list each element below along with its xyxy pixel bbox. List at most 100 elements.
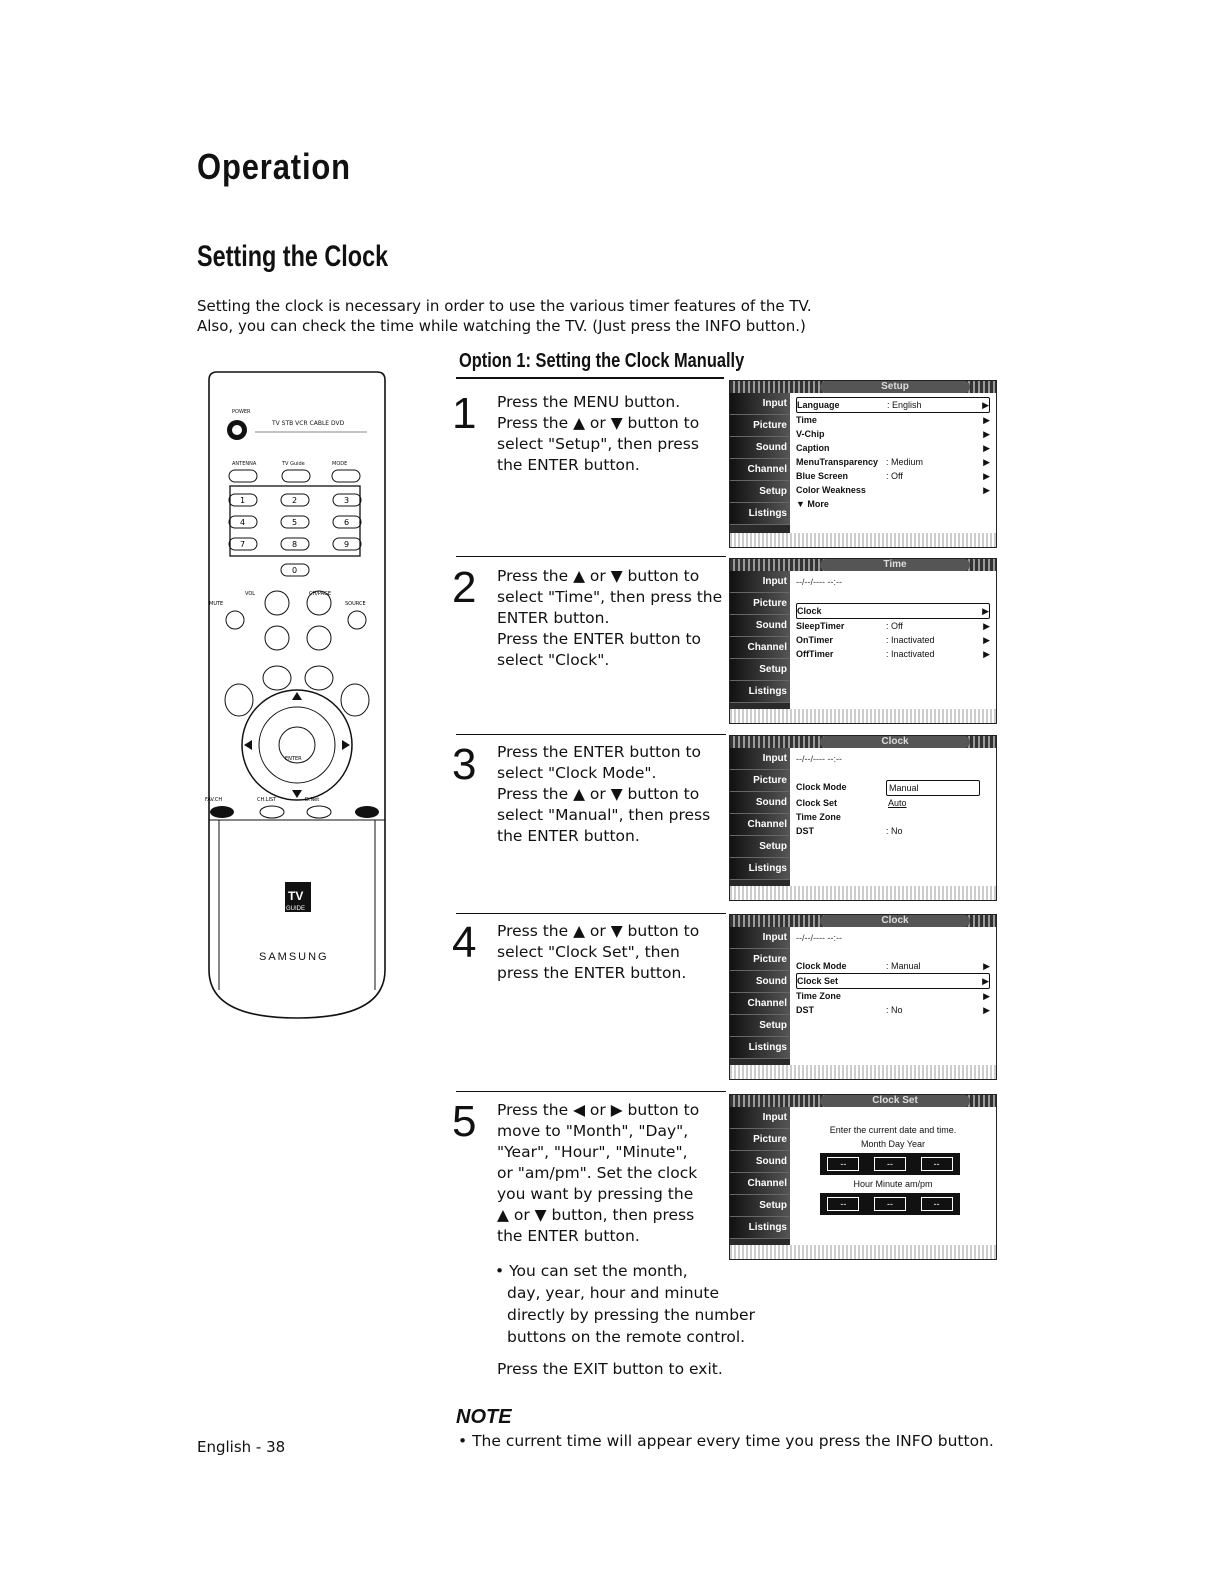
ch-label: CH/PAGE xyxy=(309,591,331,597)
osd-row-selected: Clock▶ xyxy=(796,603,990,619)
osd-clock-set-screen: Clock Set Input Picture Sound Channel Se… xyxy=(729,1094,997,1260)
number-key xyxy=(280,515,310,529)
step-line: select "Clock Set", then xyxy=(497,943,680,961)
step-line: ENTER button. xyxy=(497,609,610,627)
osd-row: DST: No▶ xyxy=(796,1005,990,1015)
step-line: Press the ▲ or ▼ button to xyxy=(497,785,700,803)
number-key xyxy=(228,515,258,529)
step-line: Press the ▲ or ▼ button to xyxy=(497,414,700,432)
osd-side-menu: Input Picture Sound Channel Setup Listin… xyxy=(730,748,790,886)
number-key-label: 2 xyxy=(292,496,297,505)
side-item-setup: Setup xyxy=(730,1015,790,1037)
side-item-picture: Picture xyxy=(730,770,790,792)
side-item-listings: Listings xyxy=(730,1217,790,1239)
side-item-channel: Channel xyxy=(730,637,790,659)
step-line: the ENTER button. xyxy=(497,827,640,845)
step-line: select "Clock". xyxy=(497,651,610,669)
osd-side-menu: Input Picture Sound Channel Setup Listin… xyxy=(730,1107,790,1245)
number-key xyxy=(280,537,310,551)
osd-clock-set-body: Enter the current date and time. Month D… xyxy=(796,1123,990,1217)
note-title: NOTE xyxy=(456,1406,512,1428)
side-item-sound: Sound xyxy=(730,792,790,814)
side-item-input: Input xyxy=(730,393,790,415)
osd-datetime: --/--/---- --:-- xyxy=(796,577,842,587)
osd-side-menu: Input Picture Sound Channel Setup Listin… xyxy=(730,571,790,709)
osd-bottom-bar xyxy=(730,886,996,900)
osd-bottom-bar xyxy=(730,709,996,723)
date-fields: -- -- -- xyxy=(820,1153,960,1175)
bullet-line: day, year, hour and minute xyxy=(507,1284,719,1302)
osd-row: Clock Mode: Manual▶ xyxy=(796,961,990,971)
osd-datetime: --/--/---- --:-- xyxy=(796,933,842,943)
osd-menu-list: --/--/---- --:-- Clock▶ SleepTimer: Off▶… xyxy=(796,575,990,661)
source-labels: TV STB VCR CABLE DVD xyxy=(271,420,345,427)
osd-row: ▼ More xyxy=(796,499,829,509)
subheading-rule xyxy=(456,377,724,379)
osd-row: V-Chip▶ xyxy=(796,429,990,439)
power-label: POWER xyxy=(232,409,251,415)
mode-label: MODE xyxy=(332,461,347,467)
page-heading: Setting the Clock xyxy=(197,240,389,273)
step-line: select "Manual", then press xyxy=(497,806,711,824)
antenna-label: ANTENNA xyxy=(232,461,257,467)
step-number: 2 xyxy=(452,563,477,612)
osd-bottom-bar xyxy=(730,1065,996,1079)
side-item-input: Input xyxy=(730,1107,790,1129)
step-line: select "Setup", then press xyxy=(497,435,699,453)
hour-field: -- xyxy=(827,1197,860,1211)
step-instructions: Press the MENU button. Press the ▲ or ▼ … xyxy=(497,392,717,476)
side-item-listings: Listings xyxy=(730,681,790,703)
osd-title: Clock xyxy=(820,915,970,927)
step-line: you want by pressing the xyxy=(497,1185,694,1203)
side-item-sound: Sound xyxy=(730,971,790,993)
side-item-input: Input xyxy=(730,571,790,593)
ampm-field: -- xyxy=(920,1197,953,1211)
number-key xyxy=(332,537,362,551)
osd-row: OnTimer: Inactivated▶ xyxy=(796,635,990,645)
osd-menu-list: Language: English▶ Time▶ V-Chip▶ Caption… xyxy=(796,397,990,511)
osd-date-labels: Month Day Year xyxy=(860,1139,926,1149)
enter-label: ENTER xyxy=(285,756,302,762)
number-key xyxy=(332,493,362,507)
step-instructions: Press the ▲ or ▼ button to select "Clock… xyxy=(497,921,717,984)
osd-clock-set-selected-screen: Clock Input Picture Sound Channel Setup … xyxy=(729,914,997,1080)
step-divider xyxy=(456,734,726,735)
osd-time-screen: Time Input Picture Sound Channel Setup L… xyxy=(729,558,997,724)
number-key xyxy=(228,493,258,507)
mute-label: MUTE xyxy=(209,601,223,607)
osd-row: Blue Screen: Off▶ xyxy=(796,471,990,481)
step-number: 4 xyxy=(452,918,477,967)
step-number: 1 xyxy=(452,389,477,438)
side-item-picture: Picture xyxy=(730,1129,790,1151)
tv-guide-logo-top: TV xyxy=(288,889,303,903)
number-key-label: 7 xyxy=(240,540,245,549)
bullet-line: • You can set the month, xyxy=(495,1262,688,1280)
month-field: -- xyxy=(827,1157,860,1171)
number-key xyxy=(280,563,310,577)
intro-line: Setting the clock is necessary in order … xyxy=(197,297,812,315)
step-line: select "Time", then press the xyxy=(497,588,723,606)
side-item-channel: Channel xyxy=(730,1173,790,1195)
osd-row: MenuTransparency: Medium▶ xyxy=(796,457,990,467)
osd-title: Time xyxy=(820,559,970,571)
osd-title: Clock Set xyxy=(820,1095,970,1107)
side-item-setup: Setup xyxy=(730,659,790,681)
step-line: Press the MENU button. xyxy=(497,393,681,411)
vol-label: VOL xyxy=(245,591,255,597)
intro-paragraph: Setting the clock is necessary in order … xyxy=(197,296,877,336)
step-line: the ENTER button. xyxy=(497,1227,640,1245)
side-item-sound: Sound xyxy=(730,615,790,637)
number-key xyxy=(280,493,310,507)
osd-row: Color Weakness▶ xyxy=(796,485,990,495)
step-instructions: Press the ▲ or ▼ button to select "Time"… xyxy=(497,566,723,671)
osd-bottom-bar xyxy=(730,533,996,547)
bullet-line: directly by pressing the number xyxy=(507,1306,755,1324)
page-footer: English - 38 xyxy=(197,1438,286,1456)
fav-label: FAV.CH xyxy=(205,797,222,803)
step-divider xyxy=(456,556,726,557)
osd-row: OffTimer: Inactivated▶ xyxy=(796,649,990,659)
side-item-input: Input xyxy=(730,927,790,949)
step-line: Press the ENTER button to xyxy=(497,630,702,648)
osd-side-menu: Input Picture Sound Channel Setup Listin… xyxy=(730,393,790,533)
